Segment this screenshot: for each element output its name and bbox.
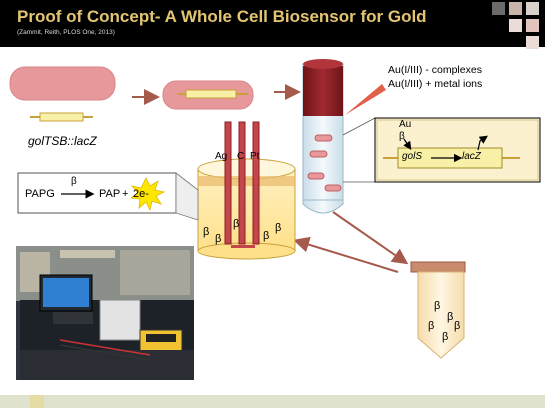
tube-cell <box>314 134 333 142</box>
gene-inset-metal: Au <box>399 119 412 130</box>
slide-citation: (Zammit, Reith, PLOS One, 2013) <box>17 29 115 36</box>
gene-inset-beta: β <box>399 131 405 142</box>
promoter-arrow <box>477 135 488 151</box>
bacterial-cell <box>9 66 116 101</box>
test-tube-bottom <box>302 199 344 214</box>
tube-cell <box>307 172 325 180</box>
construct-gene <box>185 89 237 99</box>
electrode-ag <box>224 121 232 245</box>
reaction-substrate: PAPG <box>25 188 55 200</box>
reaction-product: PAP <box>99 188 121 200</box>
stir-bar <box>231 245 255 248</box>
gene-reporter: lacZ <box>462 151 481 162</box>
gene-inset-frame <box>376 119 539 181</box>
beta-label: β <box>442 331 449 343</box>
inducer-line-2: Au(I/III) + metal ions <box>388 78 483 90</box>
deco-square <box>492 2 505 15</box>
deco-square <box>526 2 539 15</box>
cell-band <box>198 176 295 186</box>
beta-label: β <box>233 218 240 230</box>
beta-label: β <box>275 222 282 234</box>
process-arrow <box>332 211 409 265</box>
beta-label: β <box>263 230 270 242</box>
beta-label: β <box>428 320 435 332</box>
title-bar: Proof of Concept- A Whole Cell Biosensor… <box>0 0 545 47</box>
lab-setup-photo <box>16 246 194 380</box>
eppendorf-tube <box>417 271 465 359</box>
deco-square <box>526 19 539 32</box>
zoom-wedge <box>175 172 199 221</box>
tube-cap <box>303 66 343 116</box>
footer-square <box>30 395 44 408</box>
tube-cell <box>309 150 328 158</box>
deco-square <box>526 36 539 49</box>
inducer-callout <box>345 84 386 115</box>
electrode-label-c: C <box>237 151 245 162</box>
electrode-label-ag: Ag <box>215 151 228 162</box>
beta-label: β <box>447 311 454 323</box>
footer-bar <box>0 395 545 408</box>
beta-label: β <box>454 320 461 332</box>
reaction-plus: + <box>122 188 129 200</box>
deco-square <box>509 19 522 32</box>
gene-regulator: golS <box>402 151 423 162</box>
tube-cap-top <box>303 59 343 69</box>
electrode-pt <box>252 121 260 245</box>
electrode-label-pt: Pt <box>250 151 260 162</box>
reaction-enzyme: β <box>71 176 77 187</box>
deco-square <box>509 2 522 15</box>
au-binding-arrow <box>403 138 412 150</box>
tube-cell <box>324 184 342 192</box>
inducer-line-1: Au(I/III) - complexes <box>388 64 482 76</box>
beta-label: β <box>434 300 441 312</box>
zoom-line <box>342 117 376 136</box>
construct-gene <box>39 112 84 122</box>
slide-title: Proof of Concept- A Whole Cell Biosensor… <box>17 7 427 26</box>
cell-bottom <box>197 242 296 260</box>
construct-label: golTSB::lacZ <box>28 134 97 148</box>
eppendorf-cap <box>410 261 466 273</box>
electrode-c <box>238 121 246 245</box>
beta-label: β <box>215 233 222 245</box>
process-arrow <box>293 236 399 273</box>
reaction-electrons: 2e- <box>133 188 149 200</box>
beta-label: β <box>203 226 210 238</box>
electron-burst <box>129 177 166 212</box>
